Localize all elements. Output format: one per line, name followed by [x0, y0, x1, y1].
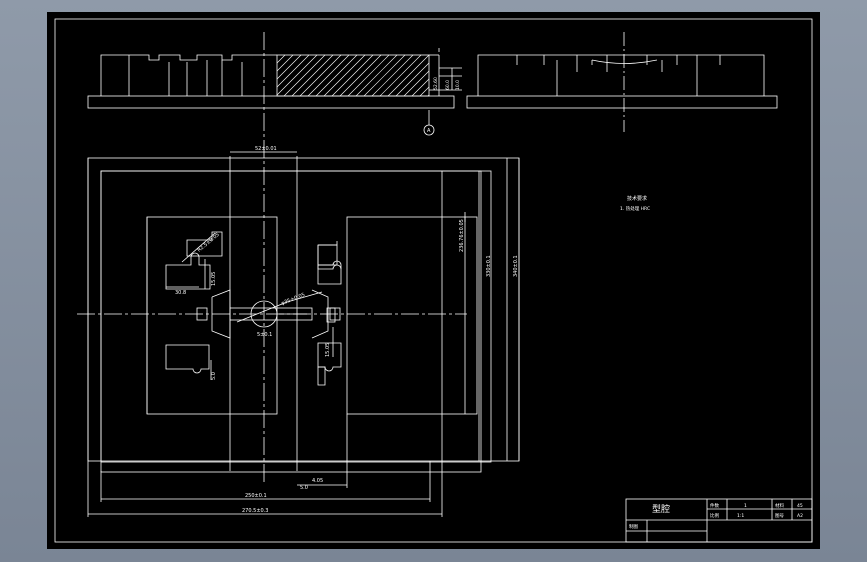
dim-section-h1: 52.60 [433, 77, 439, 90]
hatch-line [371, 54, 414, 97]
dim-section-h3: 10.0 [455, 80, 461, 90]
hatch-line [363, 54, 406, 97]
hatch-line [276, 54, 302, 80]
dim-cavity-diag: R2.5±0.05 [196, 232, 220, 254]
hatch-line [403, 70, 430, 97]
dim-center-diag: φ35±0.05 [281, 292, 306, 307]
hatch-line [307, 54, 350, 97]
hatch-line [395, 62, 430, 97]
title-block-material: 45 [797, 503, 803, 509]
section-hatch [276, 54, 430, 97]
hatch-line [347, 54, 390, 97]
dim-top-width: 52±0.01 [255, 146, 277, 152]
dim-right-cavity-v: 15.05 [325, 343, 331, 357]
title-block-label-weight: 图号 [775, 513, 784, 519]
dim-section-h2: 60.0 [445, 80, 451, 90]
side-view-right [466, 54, 778, 109]
hatch-line [276, 54, 286, 64]
title-block-label-drawn: 制图 [629, 523, 638, 530]
dim-bottom-width-2: 270.5±0.3 [242, 508, 268, 514]
hatch-line [276, 54, 310, 88]
section-view-left [87, 48, 462, 136]
dim-cavity-v1: 15.05 [211, 272, 217, 286]
hatch-line [331, 54, 374, 97]
notes-title: 技术要求 [627, 195, 647, 202]
dim-right-height-2: 330±0.1 [486, 255, 492, 277]
title-block-label-count: 件数 [710, 502, 719, 509]
title-block-name: 型腔 [652, 503, 670, 515]
plan-view [87, 156, 520, 517]
dim-cavity-h1: 30.8 [175, 290, 186, 296]
dimension-lines [88, 151, 508, 515]
hatch-line [323, 54, 366, 97]
hatch-line [387, 54, 430, 97]
title-block-count: 1 [744, 503, 747, 509]
dim-bottom-small-2: 5.0 [300, 485, 308, 491]
title-block-label-scale: 比例 [710, 512, 719, 519]
title-block-weight: A2 [797, 513, 803, 519]
title-block [625, 498, 813, 543]
hatch-line [379, 54, 422, 97]
notes-line-1: 1. 热处理 HRC [620, 205, 650, 212]
hatch-line [299, 54, 342, 97]
dim-center-small: 5±0.1 [257, 332, 272, 338]
hatch-line [283, 54, 326, 97]
title-block-label-material: 材料 [775, 502, 784, 509]
title-block-scale: 1:1 [737, 513, 744, 519]
hatch-line [427, 94, 430, 97]
hatch-line [355, 54, 398, 97]
cad-drawing: 52±0.01 236.76±0.05 330±0.1 340±0.1 4.05… [54, 18, 813, 543]
dim-bottom-width-1: 250±0.1 [245, 493, 267, 499]
hatch-line [291, 54, 334, 97]
drawing-sheet: 52±0.01 236.76±0.05 330±0.1 340±0.1 4.05… [47, 12, 820, 549]
dim-right-height-3: 340±0.1 [513, 255, 519, 277]
drawing-border [54, 18, 813, 543]
dim-bottom-small: 4.05 [312, 478, 323, 484]
hatch-line [419, 86, 430, 97]
hatch-line [315, 54, 358, 97]
dim-right-height-1: 236.76±0.05 [459, 219, 465, 252]
hatch-line [276, 54, 318, 96]
dim-cavity-v2: 5.0 [211, 372, 217, 380]
center-lines [77, 32, 467, 482]
hatch-line [411, 78, 430, 97]
hatch-line [276, 54, 294, 72]
section-marker: A [427, 128, 431, 134]
hatch-line [339, 54, 382, 97]
